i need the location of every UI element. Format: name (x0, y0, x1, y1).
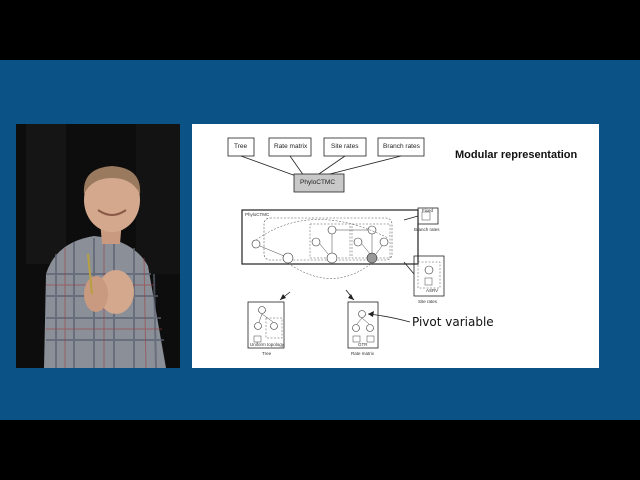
slide-title: Modular representation (455, 149, 578, 161)
presentation-slide: Modular representation Tree Rate matrix … (192, 124, 599, 368)
slide-diagram (227, 137, 445, 349)
branch-rates-caption: Branch rates (414, 227, 440, 232)
speaker-video (16, 124, 180, 368)
tree-caption: Tree (262, 351, 272, 356)
fixed-label: Fixed (422, 208, 434, 213)
top-box-label-site-rates: Site rates (331, 143, 359, 150)
top-box-label-tree: Tree (234, 143, 248, 150)
top-box-label-branch-rates: Branch rates (383, 143, 420, 150)
top-box-label-rate-matrix: Rate matrix (274, 143, 308, 150)
uniform-topology-label: Uniform topology (250, 342, 285, 347)
rate-matrix-caption: Rate matrix (351, 351, 375, 356)
model-box-label: PhyloCTMC (245, 212, 270, 217)
site-rates-caption: Site rates (418, 299, 438, 304)
speaker-figure (16, 124, 180, 368)
center-box-label: PhyloCTMC (300, 179, 336, 186)
gtr-label: GTR (358, 342, 368, 347)
pivot-variable-annotation: Pivot variable (412, 315, 494, 329)
asrv-label: ASRV (426, 288, 439, 293)
branch-rates-box (377, 137, 425, 157)
phyloctmc-center-box (293, 173, 345, 193)
phyloctmc-model-box (241, 209, 419, 265)
